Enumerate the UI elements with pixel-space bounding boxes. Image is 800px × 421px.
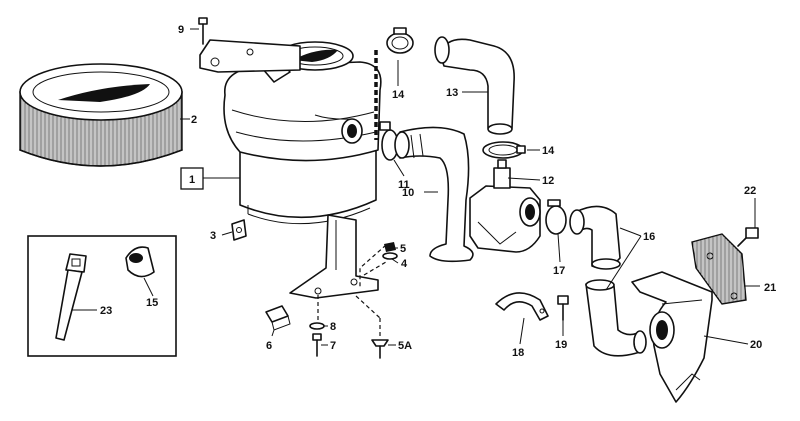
screw-22 [737, 227, 759, 247]
washer-8 [309, 322, 325, 330]
part-label-11: 11 [398, 179, 410, 191]
part-label-3: 3 [210, 230, 216, 242]
nut-5-washer-4 [382, 242, 398, 260]
hose-16-lower [585, 279, 647, 357]
part-label-22: 22 [744, 185, 756, 197]
part-label-18: 18 [512, 347, 524, 359]
part-label-23: 23 [100, 305, 112, 317]
part-label-14b: 14 [542, 145, 555, 157]
part-label-20: 20 [750, 339, 762, 351]
intake-pipe-10 [394, 126, 474, 263]
air-cleaner-housing [199, 39, 387, 336]
part-label-15: 15 [146, 297, 158, 309]
part-label-13: 13 [446, 87, 458, 99]
strap-clamp-18 [495, 292, 549, 321]
bolt-19 [557, 295, 569, 321]
part-label-5: 5 [400, 243, 406, 255]
hose-clamp-17 [545, 199, 567, 235]
grommet-15 [125, 246, 155, 278]
part-label-14a: 14 [392, 89, 405, 101]
hose-16-upper [569, 205, 621, 270]
part-label-1: 1 [189, 174, 195, 186]
heat-shroud-20 [631, 271, 713, 403]
clip-3 [231, 219, 247, 241]
part-label-5a: 5A [398, 340, 412, 352]
part-label-8: 8 [330, 321, 336, 333]
clip-6 [265, 305, 291, 331]
part-label-4: 4 [401, 258, 408, 270]
hose-clamp-14-upper [386, 27, 414, 54]
part-label-19: 19 [555, 339, 567, 351]
wing-screw-5a [371, 339, 389, 359]
accessory-inset-box [27, 235, 177, 357]
part-label-21: 21 [764, 282, 776, 294]
part-label-16: 16 [643, 231, 655, 243]
part-label-2: 2 [191, 114, 197, 126]
hose-clamp-14-lower [482, 141, 526, 159]
screw-7 [312, 333, 322, 357]
valve-body-12 [469, 159, 541, 253]
part-label-12: 12 [542, 175, 554, 187]
part-label-9: 9 [178, 24, 184, 36]
air-filter-element [19, 63, 183, 167]
part-label-6: 6 [266, 340, 272, 352]
bolt-9 [198, 17, 208, 45]
cover-plate-21 [691, 233, 747, 305]
part-label-17: 17 [553, 265, 565, 277]
cable-tie-23 [55, 253, 87, 341]
leader-lines [72, 28, 760, 346]
part-label-7: 7 [330, 340, 336, 352]
elbow-hose-13 [434, 36, 515, 135]
part-label-10: 10 [402, 187, 414, 199]
